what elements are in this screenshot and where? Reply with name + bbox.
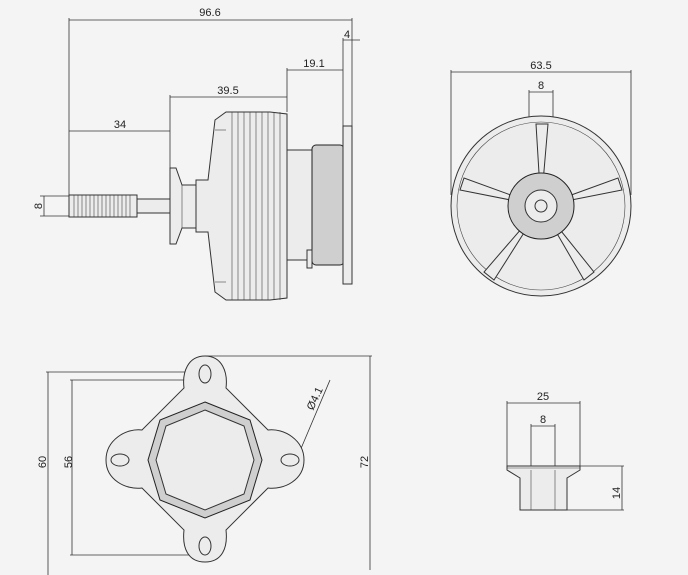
dim-shaft-length: 34 <box>114 119 126 131</box>
dim-flange-diameter: 25 <box>537 391 549 403</box>
dim-bore-diameter: 8 <box>540 414 546 426</box>
side-view: 96.6 4 19.1 39.5 34 8 <box>33 7 360 301</box>
dim-body-length: 39.5 <box>217 85 238 97</box>
front-view: 63.5 8 <box>450 60 632 297</box>
dim-shaft-diameter: 8 <box>33 203 45 209</box>
mount-hole-left <box>110 453 130 467</box>
dim-leader-hole <box>296 379 331 459</box>
dim-adapter-height: 14 <box>611 487 623 499</box>
center-shaft <box>534 199 548 213</box>
bell-ribs <box>215 112 281 300</box>
motor-bell <box>195 111 288 301</box>
threaded-shaft <box>68 194 138 218</box>
base-ring <box>311 144 345 266</box>
mount-flange <box>342 125 353 285</box>
mount-view: 60 56 72 Ø4.1 <box>37 355 372 575</box>
dim-front-shaft-diameter: 8 <box>538 80 544 92</box>
dim-hole-spacing-outer: 60 <box>37 456 49 468</box>
dim-hole-spacing-inner: 56 <box>63 456 75 468</box>
mount-hole-top <box>198 364 212 384</box>
mount-octagon-inner <box>155 409 255 511</box>
dim-outer-diameter: 63.5 <box>530 60 551 72</box>
prop-adapter-view: 25 8 14 <box>506 391 624 511</box>
mount-hole-right <box>280 453 300 467</box>
shaft-threads <box>73 195 131 217</box>
dim-hole-diameter: Ø4.1 <box>305 385 326 412</box>
plain-shaft <box>136 198 171 214</box>
prop-adapter-profile <box>506 465 581 511</box>
dim-rear-length: 19.1 <box>303 58 324 70</box>
mount-hole-bottom <box>198 536 212 556</box>
dim-flange-thickness: 4 <box>344 29 350 41</box>
dim-mount-height: 72 <box>359 456 371 468</box>
wire-clip <box>306 249 313 269</box>
bell-inner-ring <box>456 121 626 291</box>
prop-adapter <box>169 167 197 245</box>
dim-overall-length: 96.6 <box>199 7 220 19</box>
